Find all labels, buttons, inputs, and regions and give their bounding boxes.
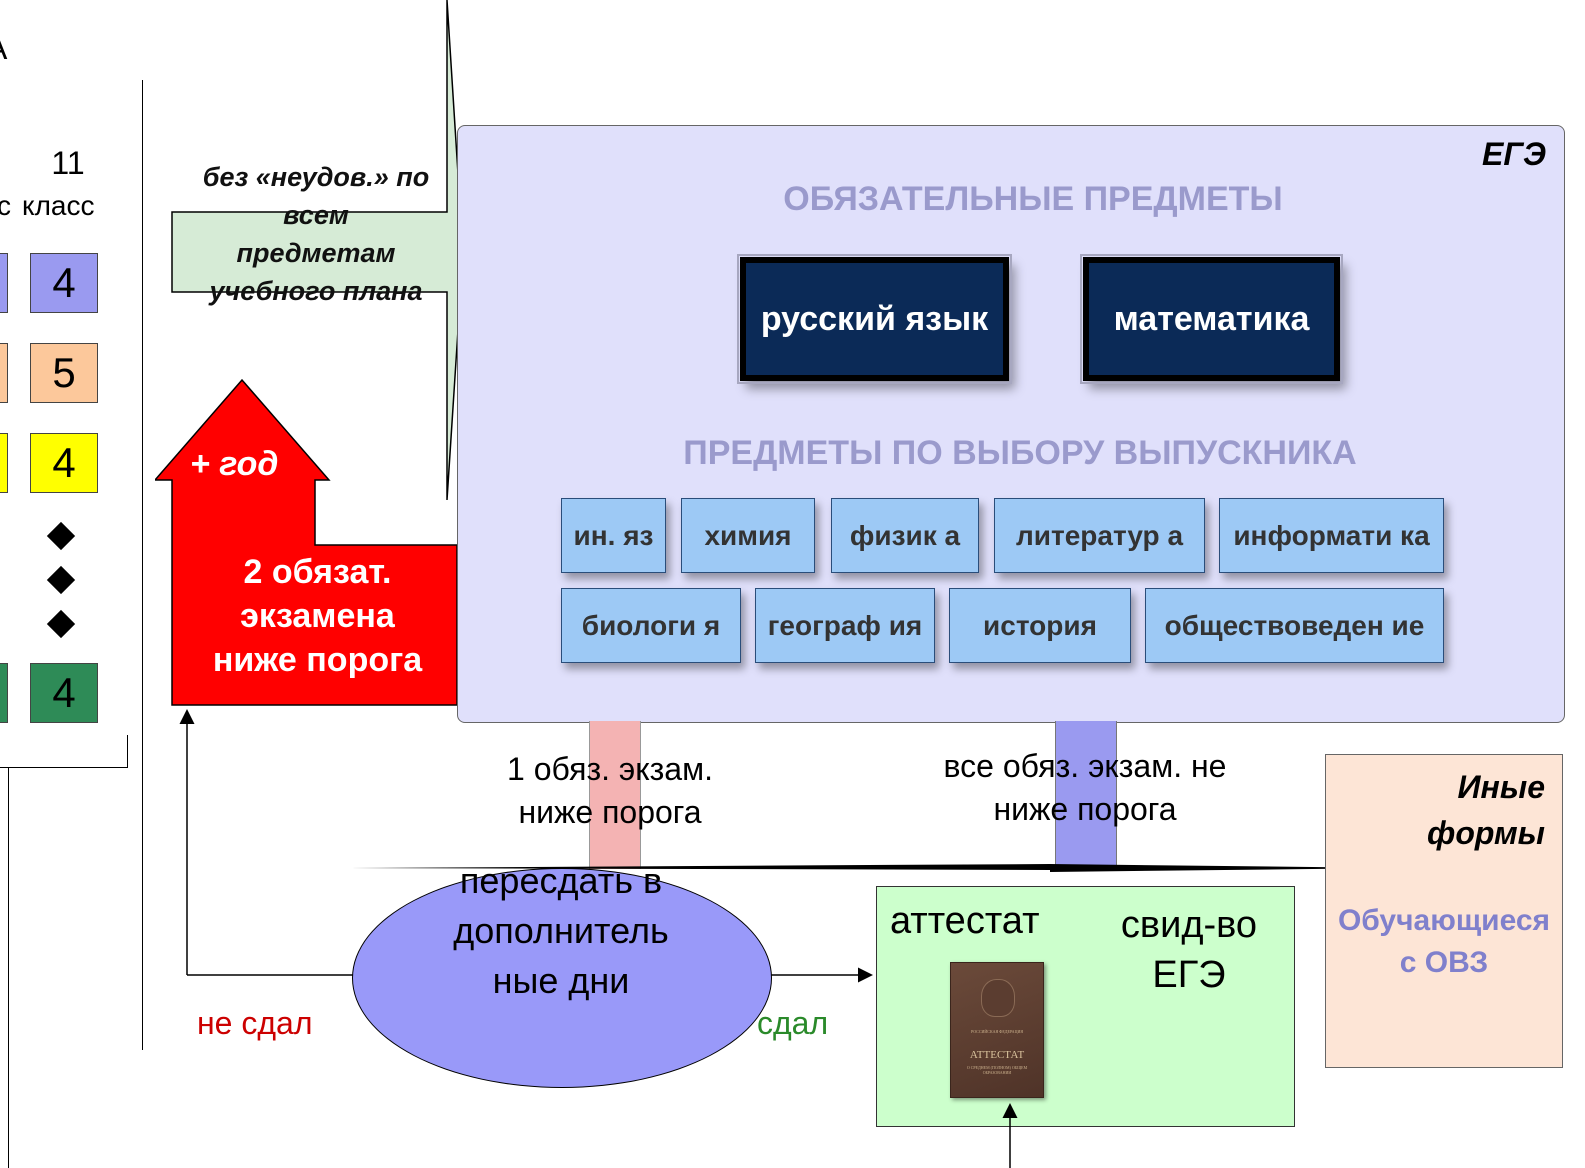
elective-geography: географ ия: [755, 588, 935, 663]
left-panel-divider: [142, 80, 143, 1050]
flow-arrows: [179, 709, 873, 983]
other-forms-subtitle: Обучающиеся с ОВЗ: [1337, 904, 1551, 979]
attestat-label: аттестат: [890, 900, 1040, 942]
required-subject-math: математика: [1080, 254, 1343, 384]
ege-certificate-label: свид-во ЕГЭ: [1120, 904, 1258, 996]
required-subject-russian: русский язык: [737, 254, 1012, 384]
class-word: класс: [22, 190, 95, 221]
elective-biology: биологи я: [561, 588, 741, 663]
elective-history: история: [949, 588, 1131, 663]
fail-one-connector: [589, 721, 641, 869]
grade-box-1-partial: [0, 253, 8, 313]
ellipsis-diamond-3: [46, 609, 76, 639]
ellipsis-diamond-1: [46, 521, 76, 551]
retake-ellipse[interactable]: [352, 868, 772, 1088]
ellipsis-diamond-2: [46, 565, 76, 595]
grade-box-3-partial: [0, 433, 8, 493]
emblem-icon: [981, 979, 1015, 1017]
doc-subtitle: О СРЕДНЕМ (ПОЛНОМ) ОБЩЕМ ОБРАЗОВАНИИ: [966, 1065, 1028, 1075]
doc-title: АТТЕСТАТ: [969, 1049, 1025, 1061]
admission-text: без «неудов.» по всем предметам учебного…: [202, 162, 430, 306]
partial-class-word: с: [0, 190, 11, 221]
certificate-entry-arrow: [1002, 1103, 1018, 1168]
grade-box-4: 4: [30, 663, 98, 723]
attestat-document-image: РОССИЙСКАЯ ФЕДЕРАЦИЯ АТТЕСТАТ О СРЕДНЕМ …: [950, 962, 1044, 1098]
class-number: 11: [51, 145, 85, 181]
grade-box-1: 4: [30, 253, 98, 313]
admission-arrow: [171, 0, 464, 501]
elective-subjects-title: ПРЕДМЕТЫ ПО ВЫБОРУ ВЫПУСКНИКА: [683, 434, 1357, 472]
elective-literature: литератур а: [994, 498, 1205, 573]
repeat-year-label: + год: [190, 445, 279, 483]
partial-label: А: [0, 30, 7, 67]
other-forms-box: [1325, 754, 1563, 1068]
repeat-year-reason: 2 обязат. экзамена ниже порога: [212, 553, 423, 679]
grade-box-2-partial: [0, 343, 8, 403]
required-subjects-title: ОБЯЗАТЕЛЬНЫЕ ПРЕДМЕТЫ: [783, 180, 1283, 218]
passed-label: сдал: [757, 1005, 829, 1041]
fail-one-label: 1 обяз. экзам. ниже порога: [507, 751, 713, 830]
other-forms-title: Иные формы: [1427, 769, 1545, 851]
elective-social-studies: обществоведен ие: [1145, 588, 1444, 663]
elective-informatics: информати ка: [1219, 498, 1444, 573]
ege-title: ЕГЭ: [1482, 136, 1546, 172]
grade-box-4-partial: [0, 663, 8, 723]
retake-text: пересдать в дополнитель ные дни: [453, 860, 669, 1001]
grade-box-3: 4: [30, 433, 98, 493]
pass-all-connector: [1055, 721, 1117, 869]
grade-box-2: 5: [30, 343, 98, 403]
grades-frame-bottom: [0, 767, 128, 768]
doc-header: РОССИЙСКАЯ ФЕДЕРАЦИЯ: [970, 1029, 1024, 1034]
not-passed-label: не сдал: [197, 1005, 313, 1041]
left-flow-line: [8, 767, 9, 1168]
elective-chemistry: химия: [681, 498, 815, 573]
outcome-divider-lines: [350, 864, 1400, 872]
pass-all-label: все обяз. экзам. не ниже порога: [943, 748, 1227, 827]
certificate-box: [876, 886, 1295, 1127]
elective-foreign-language: ин. яз: [561, 498, 666, 573]
grades-frame-right: [127, 735, 128, 767]
elective-physics: физик а: [831, 498, 979, 573]
